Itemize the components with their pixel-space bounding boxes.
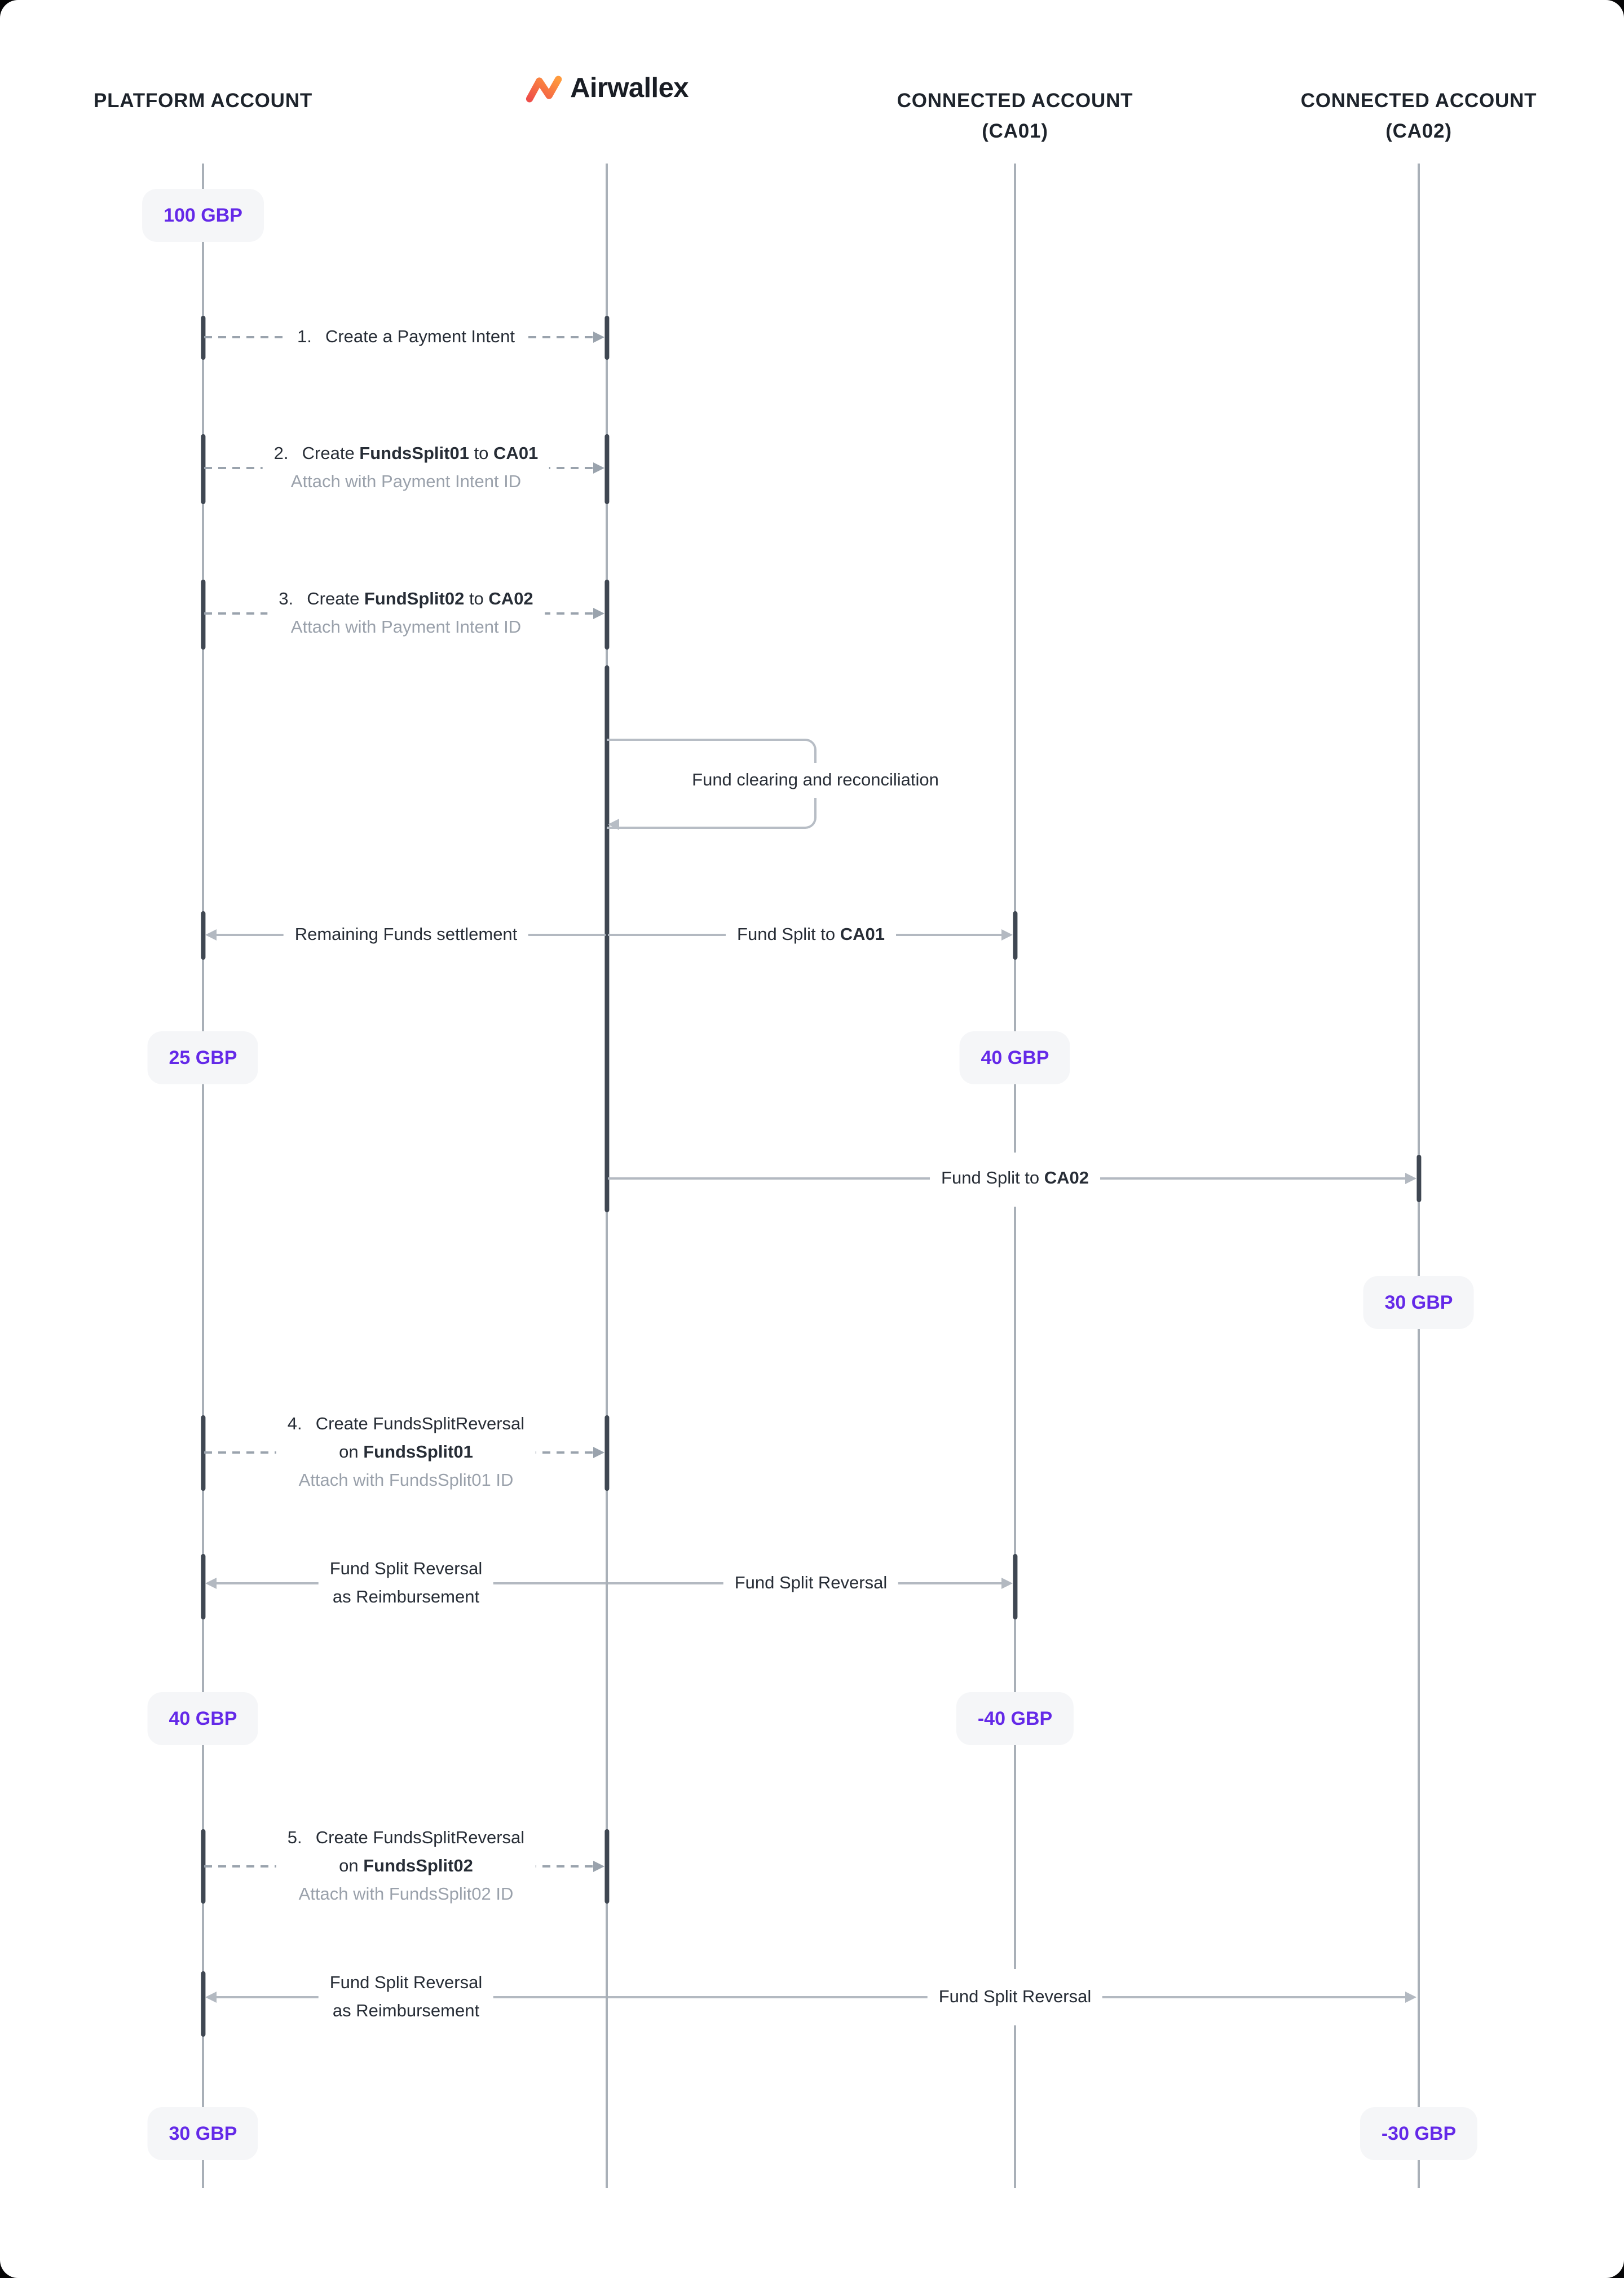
amount-badge: 40 GBP <box>147 1692 259 1745</box>
arrowhead-fund-split-reversal-reimbursement-2 <box>205 1991 217 2002</box>
message-note: Attach with Payment Intent ID <box>290 473 522 492</box>
actor-header-airwallex: Airwallex <box>525 70 689 108</box>
self-loop-label: Fund clearing and reconciliation <box>681 763 950 798</box>
message-text: Fund Split Reversal <box>734 1574 888 1593</box>
message-text: 5. Create FundsSplitReversal <box>287 1829 525 1848</box>
amount-badge: -40 GBP <box>956 1692 1074 1745</box>
arrowhead-fund-split-to-ca02 <box>1405 1172 1416 1184</box>
arrowhead-fund-split-reversal-ca01 <box>1001 1577 1013 1588</box>
arrowhead-fund-split-reversal-reimbursement-1 <box>205 1577 217 1588</box>
actor-sublabel: (CA01) <box>982 120 1048 142</box>
message-note: Attach with Payment Intent ID <box>290 618 522 637</box>
message-text: as Reimbursement <box>332 2002 480 2021</box>
arrowhead-remaining-funds-settlement <box>205 929 217 940</box>
actor-label: PLATFORM ACCOUNT <box>93 89 313 112</box>
airwallex-logo-icon <box>525 74 562 104</box>
self-loop-arrowhead <box>608 818 619 829</box>
amount-badge: 40 GBP <box>959 1031 1071 1084</box>
activation-bar-airwallex <box>604 1415 609 1491</box>
message-text: as Reimbursement <box>332 1588 480 1607</box>
message-text: Fund Split Reversal <box>938 1988 1092 2007</box>
activation-bar-platform <box>201 1554 205 1619</box>
message-text: on FundsSplit02 <box>339 1857 473 1876</box>
arrowhead-fund-split-reversal-ca02 <box>1405 1991 1416 2002</box>
activation-bar-airwallex <box>604 434 609 504</box>
message-text: 3. Create FundSplit02 to CA02 <box>279 590 533 609</box>
activation-bar-platform <box>201 316 205 360</box>
arrowhead-msg-2-create-fundssplit01 <box>593 462 604 473</box>
message-label-msg-4-create-fundssplitreversal-01: 4. Create FundsSplitReversal on FundsSpli… <box>276 1407 536 1498</box>
activation-bar-ca02 <box>1416 1155 1421 1202</box>
actor-label: CONNECTED ACCOUNT <box>897 89 1133 112</box>
amount-badge: 30 GBP <box>1363 1276 1475 1329</box>
arrowhead-msg-1-create-payment-intent <box>593 331 604 342</box>
message-text: Fund Split Reversal <box>329 1560 483 1579</box>
message-note: Attach with FundsSplit01 ID <box>298 1471 514 1490</box>
activation-bar-airwallex <box>604 665 609 1212</box>
actor-header-platform-account: PLATFORM ACCOUNT <box>94 86 312 116</box>
message-text: Fund Split to CA02 <box>941 1169 1089 1188</box>
message-text: 1. Create a Payment Intent <box>297 328 515 347</box>
actor-header-connected-account-ca01: CONNECTED ACCOUNT (CA01) <box>897 86 1133 147</box>
activation-bar-platform <box>201 1971 205 2037</box>
message-label-fund-split-to-ca01: Fund Split to CA01 <box>726 917 896 952</box>
activation-bar-platform <box>201 1415 205 1491</box>
message-text: 4. Create FundsSplitReversal <box>287 1415 525 1434</box>
activation-bar-airwallex <box>604 580 609 650</box>
message-label-fund-split-reversal-ca01: Fund Split Reversal <box>723 1566 899 1601</box>
message-label-remaining-funds-settlement: Remaining Funds settlement <box>283 917 529 952</box>
activation-bar-platform <box>201 434 205 504</box>
activation-bar-airwallex <box>604 1829 609 1904</box>
message-text: on FundsSplit01 <box>339 1443 473 1462</box>
activation-bar-ca01 <box>1013 911 1017 960</box>
message-label-fund-split-to-ca02: Fund Split to CA02 <box>930 1161 1100 1196</box>
activation-bar-platform <box>201 1829 205 1904</box>
lifeline-platform <box>202 164 204 2188</box>
message-label-fund-split-reversal-reimbursement-1: Fund Split Reversal as Reimbursement <box>318 1552 494 1615</box>
message-label-fund-split-reversal-reimbursement-2: Fund Split Reversal as Reimbursement <box>318 1966 494 2029</box>
amount-badge: 30 GBP <box>147 2107 259 2160</box>
activation-bar-platform <box>201 911 205 960</box>
message-text: 2. Create FundsSplit01 to CA01 <box>273 444 539 463</box>
message-text: Remaining Funds settlement <box>294 925 518 944</box>
activation-bar-ca01 <box>1013 1554 1017 1619</box>
activation-bar-platform <box>201 580 205 650</box>
amount-badge: 25 GBP <box>147 1031 259 1084</box>
message-text: Fund Split Reversal <box>329 1974 483 1993</box>
actor-label: CONNECTED ACCOUNT <box>1300 89 1537 112</box>
message-text: Fund clearing and reconciliation <box>692 771 939 790</box>
arrowhead-fund-split-to-ca01 <box>1001 929 1013 940</box>
amount-badge: -30 GBP <box>1360 2107 1478 2160</box>
message-label-fund-split-reversal-ca02: Fund Split Reversal <box>927 1980 1103 2015</box>
message-label-msg-1-create-payment-intent: 1. Create a Payment Intent <box>286 320 526 355</box>
activation-bar-airwallex <box>604 316 609 360</box>
message-note: Attach with FundsSplit02 ID <box>298 1885 514 1904</box>
arrowhead-msg-5-create-fundssplitreversal-02 <box>593 1860 604 1871</box>
actor-sublabel: (CA02) <box>1385 120 1452 142</box>
message-text: Fund Split to CA01 <box>737 925 885 944</box>
actor-header-connected-account-ca02: CONNECTED ACCOUNT (CA02) <box>1301 86 1537 147</box>
message-label-msg-5-create-fundssplitreversal-02: 5. Create FundsSplitReversal on FundsSpli… <box>276 1821 536 1912</box>
arrowhead-msg-4-create-fundssplitreversal-01 <box>593 1446 604 1458</box>
arrowhead-msg-3-create-fundsplit02 <box>593 607 604 619</box>
airwallex-wordmark: Airwallex <box>570 73 689 104</box>
amount-badge: 100 GBP <box>142 189 264 242</box>
